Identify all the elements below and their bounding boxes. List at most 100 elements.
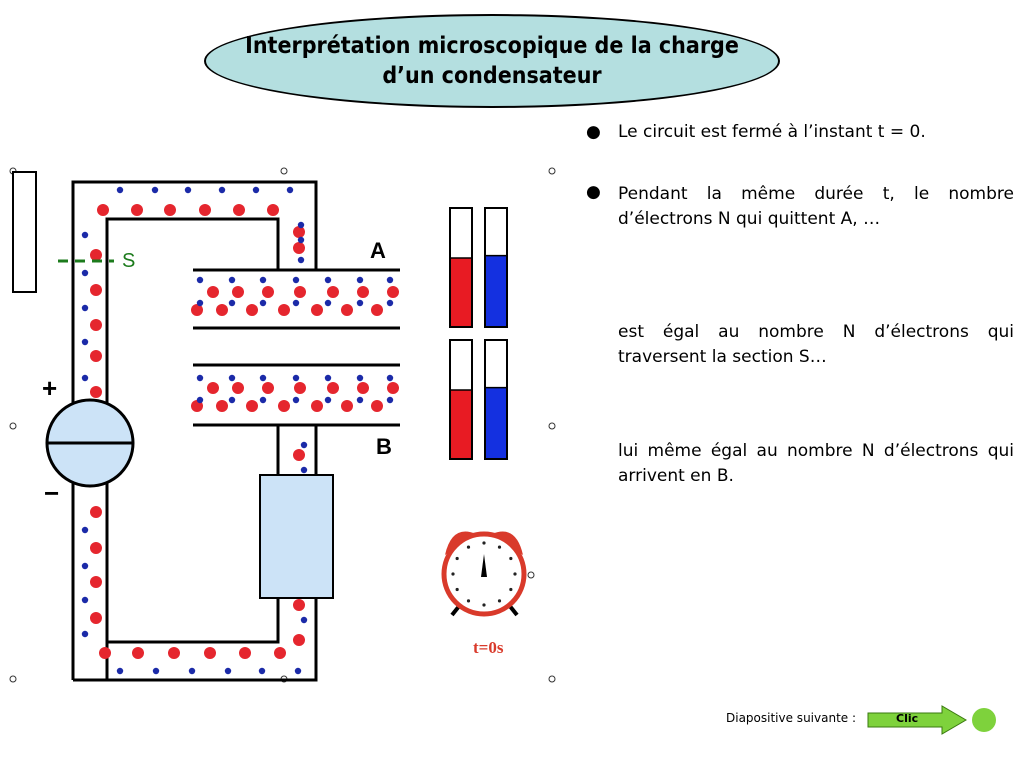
electron (324, 276, 332, 284)
bullet-text-2: Pendant la même durée t, le nombre d’éle… (618, 184, 1014, 229)
electron (196, 374, 204, 382)
electron (356, 374, 364, 382)
section-label: S (122, 250, 135, 272)
positive-charge (274, 647, 286, 659)
electron (151, 186, 159, 194)
electron (292, 396, 300, 404)
positive-charge (293, 449, 305, 461)
plate-b-label: B (376, 434, 392, 459)
positive-charge (294, 382, 306, 394)
electron (218, 186, 226, 194)
positive-charge (97, 204, 109, 216)
positive-charge (90, 249, 102, 261)
gauge-top-red-fill (451, 257, 471, 326)
positive-charge (311, 400, 323, 412)
plate-a-label: A (370, 238, 386, 263)
electron (258, 667, 266, 675)
next-slide-button-label[interactable]: Clic (896, 712, 919, 725)
positive-charge (371, 304, 383, 316)
electron (386, 276, 394, 284)
electron (81, 338, 89, 346)
electron (297, 236, 305, 244)
positive-charge (327, 382, 339, 394)
positive-charge (239, 647, 251, 659)
electron (324, 396, 332, 404)
electron (81, 596, 89, 604)
title-oval: Interprétation microscopique de la charg… (204, 14, 780, 108)
positive-charge (294, 286, 306, 298)
bullet-marker: ● (586, 122, 601, 142)
gauge-top-blue-fill (486, 255, 506, 326)
positive-charge (357, 382, 369, 394)
positive-charge (90, 319, 102, 331)
positive-charge (387, 382, 399, 394)
positive-charge (207, 382, 219, 394)
positive-charge (293, 242, 305, 254)
electron (188, 667, 196, 675)
electron (300, 441, 308, 449)
positive-charge (90, 542, 102, 554)
positive-charge (267, 204, 279, 216)
electron (300, 616, 308, 624)
next-slide-label: Diapositive suivante : (726, 711, 857, 725)
positive-charge (191, 304, 203, 316)
page-title: Interprétation microscopique de la charg… (245, 33, 739, 89)
electron (356, 396, 364, 404)
electron (196, 276, 204, 284)
electron (228, 396, 236, 404)
capacitor-plates (193, 268, 400, 427)
alarm-clock-icon (441, 531, 535, 617)
electron (152, 667, 160, 675)
electron (292, 374, 300, 382)
positive-charge (232, 286, 244, 298)
electron (116, 186, 124, 194)
meter-box (12, 171, 37, 293)
electron (81, 374, 89, 382)
electron (259, 374, 267, 382)
positive-charge (371, 400, 383, 412)
positive-charge (204, 647, 216, 659)
bullet-text-3: est égal au nombre N d’électrons qui tra… (618, 322, 1014, 367)
positive-charge (278, 304, 290, 316)
electron (228, 276, 236, 284)
electron (297, 221, 305, 229)
resistor (259, 474, 334, 599)
bullet-text-1: Le circuit est fermé à l’instant t = 0. (618, 122, 926, 142)
positive-charge (387, 286, 399, 298)
plus-label: + (42, 373, 57, 403)
positive-charge (341, 400, 353, 412)
electron (324, 374, 332, 382)
positive-charge (341, 304, 353, 316)
electron (356, 299, 364, 307)
positive-charge (293, 599, 305, 611)
positive-charge (262, 382, 274, 394)
positive-charge (216, 400, 228, 412)
electron (259, 276, 267, 284)
electron (286, 186, 294, 194)
positive-charge (233, 204, 245, 216)
positive-charge (90, 576, 102, 588)
bullet-text-4: lui même égal au nombre N d’électrons qu… (618, 441, 1014, 486)
positive-charge (132, 647, 144, 659)
positive-charge (90, 350, 102, 362)
positive-charge (293, 634, 305, 646)
positive-charge (131, 204, 143, 216)
positive-charge (168, 647, 180, 659)
positive-charge (357, 286, 369, 298)
gauge-bottom-red-fill (451, 389, 471, 458)
electron (228, 299, 236, 307)
minus-label: − (44, 478, 59, 508)
positive-charge (90, 386, 102, 398)
gauge-bottom-blue-fill (486, 387, 506, 458)
positive-charge (246, 304, 258, 316)
electron (81, 304, 89, 312)
positive-charge (232, 382, 244, 394)
positive-charge (207, 286, 219, 298)
positive-charge (99, 647, 111, 659)
electron (224, 667, 232, 675)
electron (196, 299, 204, 307)
positive-charge (311, 304, 323, 316)
positive-charge (262, 286, 274, 298)
positive-charge (327, 286, 339, 298)
next-slide-button[interactable] (866, 703, 1006, 739)
